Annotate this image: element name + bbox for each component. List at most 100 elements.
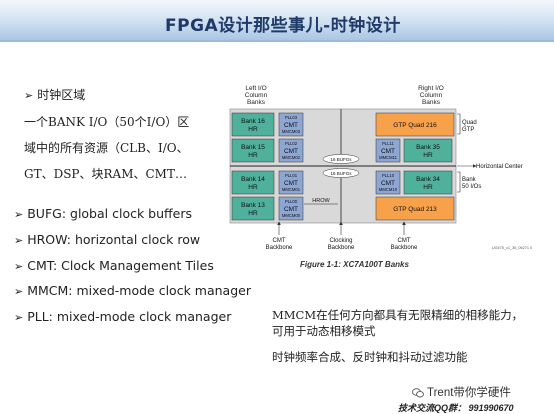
- svg-text:MMCM10: MMCM10: [379, 187, 398, 192]
- left-io-label-1: Left I/O: [245, 85, 266, 92]
- term-bufg: ➢BUFG: global clock buffers: [14, 206, 192, 221]
- watermark: Trent带你学硬件: [412, 384, 511, 400]
- right-bank-34: Bank 34 HR: [403, 170, 453, 195]
- left-bank-13: Bank 13 HR: [231, 196, 275, 221]
- bufgs-bottom: 16 BUFGs: [322, 168, 360, 178]
- bank-50-label-2: 50 I/Os: [462, 184, 481, 190]
- bank-50-label-1: Bank: [462, 177, 477, 183]
- svg-text:PLL10: PLL10: [382, 173, 395, 178]
- left-bank-14: Bank 14 HR: [231, 170, 275, 195]
- svg-text:PLL03: PLL03: [285, 115, 298, 120]
- left-bank-15: Bank 15 HR: [231, 138, 275, 163]
- clock-region-line-3: GT、DSP、块RAM、CMT…: [24, 167, 187, 181]
- svg-text:16 BUFGs: 16 BUFGs: [330, 157, 352, 162]
- term-bufg-text: BUFG: global clock buffers: [27, 206, 192, 221]
- left-cmt-1: PLL01 CMT MMCM01: [278, 170, 304, 195]
- svg-text:CMT: CMT: [381, 180, 395, 187]
- term-pll: ➢PLL: mixed-mode clock manager: [14, 309, 231, 324]
- cmt-backbone-right-label-1: CMT: [398, 238, 411, 244]
- svg-text:HR: HR: [248, 152, 258, 159]
- arrow-bullet-icon: ➢: [14, 260, 24, 273]
- clock-region-heading: ➢时钟区域: [24, 86, 85, 103]
- clocking-backbone-label-2: Backbone: [328, 245, 355, 251]
- svg-text:Bank 35: Bank 35: [416, 144, 440, 151]
- term-cmt: ➢CMT: Clock Management Tiles: [14, 258, 214, 273]
- right-cmt-1: PLL11 CMT MMCM11: [375, 138, 401, 163]
- svg-text:Bank 16: Bank 16: [241, 118, 265, 125]
- svg-text:MMCM00: MMCM00: [282, 213, 301, 218]
- quad-gtp-label-2: GTP: [462, 127, 474, 133]
- slide-title: FPGA设计那些事儿-时钟设计: [165, 16, 401, 36]
- arrow-bullet-icon: ➢: [24, 89, 34, 102]
- right-io-label-2: Column: [420, 92, 443, 99]
- left-io-label-3: Banks: [247, 99, 266, 106]
- title-bar: [0, 0, 554, 40]
- svg-text:HR: HR: [248, 184, 258, 191]
- wechat-icon: [412, 388, 424, 398]
- bufgs-top: 16 BUFGs: [322, 154, 360, 164]
- cmt-backbone-left-label-2: Backbone: [266, 245, 293, 251]
- svg-text:PLL00: PLL00: [285, 199, 298, 204]
- svg-text:MMCM01: MMCM01: [282, 187, 301, 192]
- mmcm-note-line-2: 可用于动态相移模式: [272, 324, 376, 338]
- xc7a100t-banks-diagram: Left I/O Column Banks Right I/O Column B…: [229, 85, 532, 251]
- svg-text:HR: HR: [248, 210, 258, 217]
- quad-gtp-label-1: Quad: [462, 120, 477, 126]
- ug-code: UG475_c1_35_06271 0: [492, 246, 532, 250]
- svg-text:MMCM11: MMCM11: [379, 155, 398, 160]
- cmt-backbone-right-label-2: Backbone: [391, 245, 418, 251]
- arrow-bullet-icon: ➢: [14, 311, 24, 324]
- svg-text:GTP Quad 216: GTP Quad 216: [393, 122, 437, 129]
- svg-text:CMT: CMT: [284, 122, 298, 129]
- svg-text:MMCM03: MMCM03: [282, 129, 301, 134]
- svg-text:CMT: CMT: [284, 180, 298, 187]
- left-cmt-2: PLL02 CMT MMCM02: [278, 138, 304, 163]
- svg-text:16 BUFGs: 16 BUFGs: [330, 171, 352, 176]
- title-bar-divider: [0, 40, 554, 42]
- clock-region-line-1: 一个BANK I/O（50个I/O）区: [24, 115, 190, 129]
- term-mmcm: ➢MMCM: mixed-mode clock manager: [14, 283, 251, 298]
- term-cmt-text: CMT: Clock Management Tiles: [27, 258, 214, 273]
- right-io-label-3: Banks: [422, 99, 441, 106]
- svg-text:HR: HR: [248, 126, 258, 133]
- arrow-bullet-icon: ➢: [14, 285, 24, 298]
- quad-gtp-bracket: [457, 113, 461, 135]
- left-io-label-2: Column: [245, 92, 268, 99]
- svg-text:Bank 15: Bank 15: [241, 144, 265, 151]
- hrow-label: HROW: [312, 198, 330, 204]
- gtp-quad-216: GTP Quad 216: [375, 112, 455, 137]
- right-io-label-1: Right I/O: [418, 85, 444, 92]
- clock-region-line-2: 域中的所有资源（CLB、I/O、: [24, 141, 189, 155]
- svg-text:CMT: CMT: [284, 206, 298, 213]
- svg-text:CMT: CMT: [381, 148, 395, 155]
- clock-region-heading-text: 时钟区域: [37, 88, 86, 102]
- clocking-backbone-label-1: Clocking: [329, 238, 352, 244]
- horizontal-center-label: Horizontal Center: [476, 164, 523, 170]
- pll-note: 时钟频率合成、反时钟和抖动过滤功能: [272, 350, 468, 364]
- svg-text:PLL02: PLL02: [285, 141, 298, 146]
- svg-text:Bank 14: Bank 14: [241, 176, 265, 183]
- right-cmt-0: PLL10 CMT MMCM10: [375, 170, 401, 195]
- term-hrow: ➢HROW: horizontal clock row: [14, 232, 200, 247]
- term-pll-text: PLL: mixed-mode clock manager: [27, 309, 232, 324]
- bank-50-bracket: [457, 171, 461, 193]
- gtp-quad-213: GTP Quad 213: [375, 196, 455, 221]
- watermark-text: Trent带你学硬件: [427, 387, 511, 399]
- arrow-bullet-icon: ➢: [14, 208, 24, 221]
- mmcm-note-line-1: MMCM在任何方向都具有无限精细的相移能力，: [272, 308, 524, 322]
- svg-text:CMT: CMT: [284, 148, 298, 155]
- svg-text:HR: HR: [423, 152, 433, 159]
- svg-text:MMCM02: MMCM02: [282, 155, 301, 160]
- term-mmcm-text: MMCM: mixed-mode clock manager: [27, 283, 251, 298]
- svg-text:Bank 34: Bank 34: [416, 176, 440, 183]
- term-hrow-text: HROW: horizontal clock row: [27, 232, 201, 247]
- svg-text:PLL11: PLL11: [382, 141, 394, 146]
- svg-text:GTP Quad 213: GTP Quad 213: [393, 206, 437, 213]
- left-cmt-3: PLL03 CMT MMCM03: [278, 112, 304, 137]
- svg-text:PLL01: PLL01: [285, 173, 298, 178]
- svg-text:Bank 13: Bank 13: [241, 202, 265, 209]
- cmt-backbone-left-label-1: CMT: [273, 238, 286, 244]
- left-cmt-0: PLL00 CMT MMCM00: [278, 196, 304, 221]
- svg-text:HR: HR: [423, 184, 433, 191]
